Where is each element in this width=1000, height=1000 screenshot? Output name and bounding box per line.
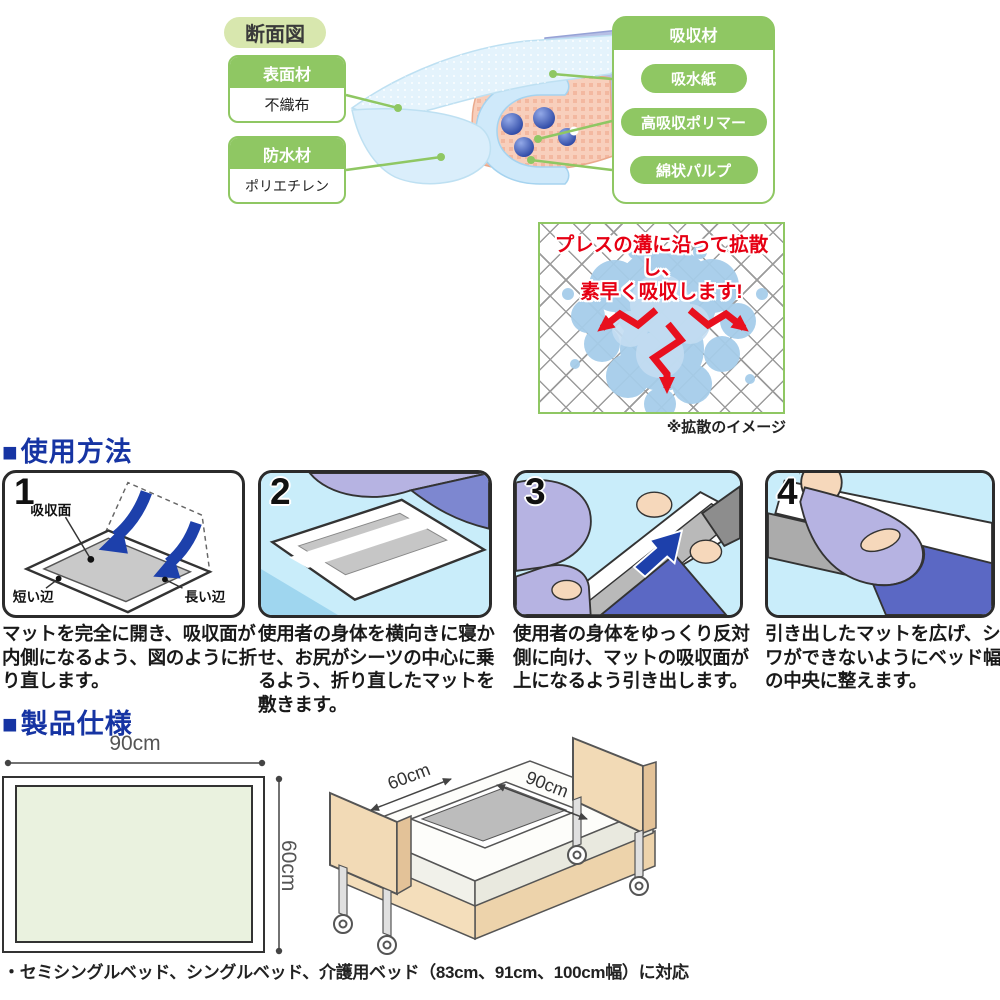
footboard-leg <box>338 864 348 917</box>
cross-section-illustration <box>345 29 624 185</box>
pull-arrow-icon <box>632 529 684 578</box>
absorbent-item-pulp: 綿状パルプ <box>629 156 758 184</box>
spec-title-text: 製品仕様 <box>20 709 133 739</box>
waterproof-material-header: 防水材 <box>230 138 344 169</box>
usage-step-2: 2 <box>258 470 492 618</box>
diffusion-headline-line2: 素早く吸収します! <box>580 280 743 303</box>
step-number: 3 <box>525 471 546 512</box>
step-number: 1 <box>14 471 35 512</box>
headboard-leg <box>634 829 644 880</box>
mat-height-dim-label: 60cm <box>277 840 300 892</box>
label-connectors <box>345 72 613 172</box>
step2-caption: 使用者の身体を横向きに寝かせ、お尻がシーツの中心に乗るよう、折り直したマットを敷… <box>258 623 495 716</box>
patient-hand <box>551 579 583 601</box>
step1-caption: マットを完全に開き、吸収面が内側になるよう、図のように折り直します。 <box>2 623 257 692</box>
caregiver-hand-upper <box>636 491 673 518</box>
surface-material-value: 不織布 <box>264 97 310 114</box>
step-number: 2 <box>270 471 291 512</box>
step1-illustration: 吸収面 短い辺 長い辺 <box>13 481 226 614</box>
unfolded-outline <box>104 481 211 572</box>
surface-material-label: 表面材 不織布 <box>228 55 346 123</box>
long-edge-label: 長い辺 <box>184 590 225 605</box>
footboard-edge <box>396 814 412 896</box>
diffusion-image: プレスの溝に沿って拡散し、 素早く吸収します! <box>538 222 785 414</box>
step3-caption: 使用者の身体をゆっくり反対側に向け、マットの吸収面が上になるよう引き出します。 <box>513 623 750 692</box>
patient-torso <box>516 479 592 572</box>
headboard-edge <box>642 760 657 835</box>
absorbent-material-panel: 吸収材 吸水紙 高吸収ポリマー 綿状パルプ <box>612 16 775 204</box>
usage-title-text: 使用方法 <box>20 437 133 467</box>
step3-illustration <box>516 473 740 615</box>
blanket-fold <box>408 473 489 530</box>
short-edge-label: 短い辺 <box>13 589 54 605</box>
mattress-side <box>474 806 654 908</box>
step2-illustration <box>261 473 489 615</box>
fold-arrow-icon <box>98 490 202 579</box>
absorbent-material-header: 吸収材 <box>614 18 773 50</box>
mat-width-dim-label: 90cm <box>109 732 161 755</box>
mat-height-dim-line <box>275 775 283 955</box>
spec-mat-diagram <box>2 776 265 953</box>
diffusion-caption: ※拡散のイメージ <box>666 419 786 436</box>
mat-fold-stripe <box>289 517 430 568</box>
headboard-leg2 <box>572 796 582 848</box>
diffusion-headline-line1: プレスの溝に沿って拡散し、 <box>554 234 769 280</box>
caregiver-hand-lower <box>689 539 723 564</box>
absorbent-item-polymer: 高吸収ポリマー <box>620 108 767 136</box>
surface-sheet-texture <box>352 35 622 115</box>
absorb-surface-label: 吸収面 <box>30 503 71 518</box>
blanket <box>599 553 728 615</box>
step4-illustration <box>768 473 992 615</box>
bed-illustration: 60cm 90cm <box>329 736 657 955</box>
spread-arrows <box>597 307 749 394</box>
usage-step-1: 吸収面 短い辺 長い辺 1 <box>2 470 245 618</box>
surface-material-header: 表面材 <box>230 57 344 88</box>
patient-pants <box>871 544 992 615</box>
section-marker: ■ <box>2 437 19 467</box>
mat-absorb-area <box>42 537 193 603</box>
diffusion-headline: プレスの溝に沿って拡散し、 素早く吸収します! <box>540 234 783 304</box>
footboard-leg2 <box>382 887 392 937</box>
liquid-spread-blob <box>562 245 768 412</box>
usage-section-title: ■使用方法 <box>2 430 133 469</box>
caregiver-sleeve <box>700 485 740 548</box>
spec-mat-absorb-area <box>15 785 253 943</box>
absorbent-item-paper: 吸水紙 <box>640 64 747 93</box>
bottom-sheet <box>351 108 492 185</box>
usage-step-3: 3 <box>513 470 743 618</box>
bed-mat-width-arrow <box>370 778 452 811</box>
step4-caption: 引き出したマットを広げ、シワができないようにベッド幅の中央に整えます。 <box>765 623 1000 692</box>
mat-width-dim-line <box>4 759 266 767</box>
step-number: 4 <box>777 471 798 512</box>
cross-section-title-badge: 断面図 <box>224 17 326 48</box>
connector-dots <box>394 70 557 164</box>
compatibility-note: ・セミシングルベッド、シングルベッド、介護用ベッド（83cm、91cm、100c… <box>3 963 689 982</box>
usage-step-4: 4 <box>765 470 995 618</box>
spec-section-title: ■製品仕様 <box>2 702 133 741</box>
waterproof-material-value: ポリエチレン <box>245 177 329 194</box>
bed-mat-length-arrow <box>496 784 588 820</box>
patient-forearm <box>860 528 901 553</box>
section-marker: ■ <box>2 709 19 739</box>
waterproof-material-label: 防水材 ポリエチレン <box>228 136 346 204</box>
casters <box>333 845 649 955</box>
